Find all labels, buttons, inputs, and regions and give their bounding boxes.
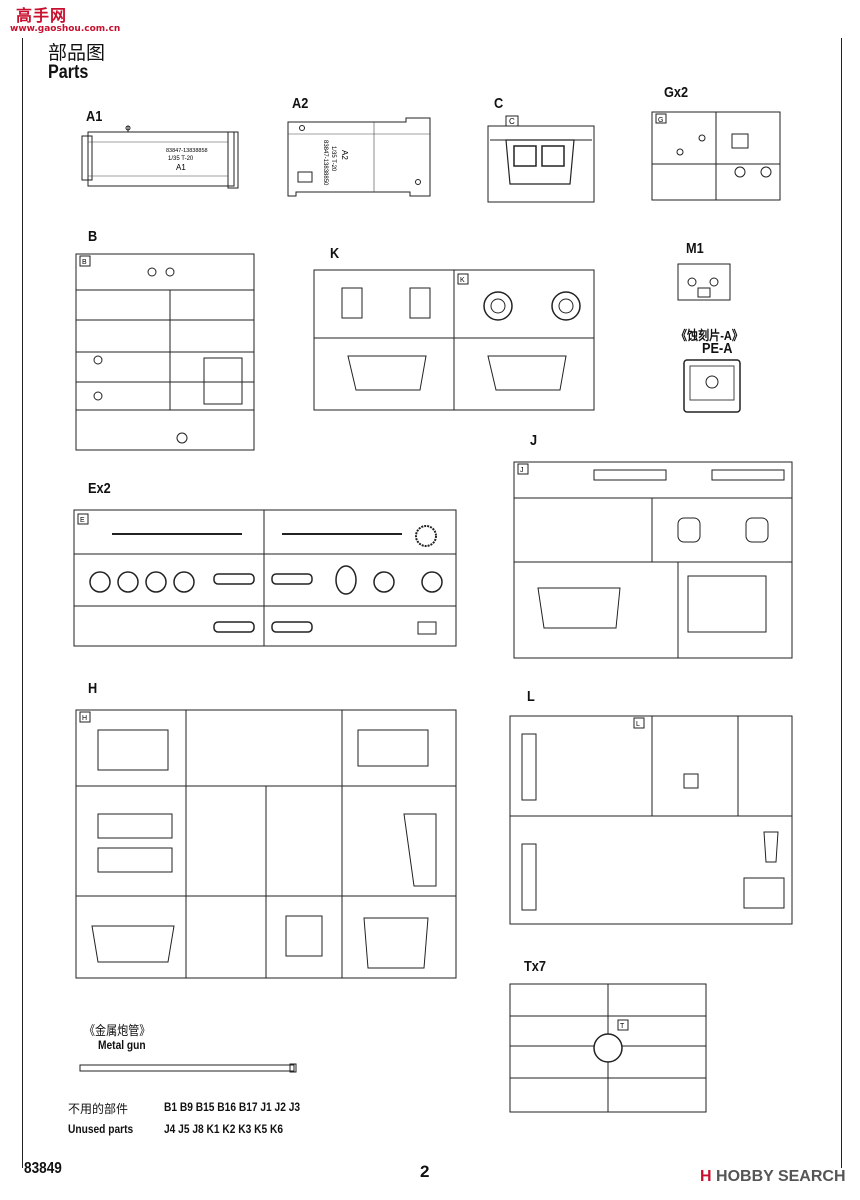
label-Ex2: Ex2 [88, 480, 111, 497]
svg-text:H: H [82, 715, 87, 722]
page-title-en: Parts [48, 62, 89, 83]
svg-text:G: G [658, 117, 663, 124]
label-A2: A2 [292, 95, 309, 112]
label-H: H [88, 680, 98, 697]
svg-text:B: B [82, 259, 87, 266]
kit-number: 83849 [24, 1160, 62, 1177]
A1-scale: 1/35 T-20 [168, 156, 194, 162]
metal-gun-drawing [79, 1063, 297, 1073]
svg-text:E: E [80, 517, 85, 524]
svg-text:K: K [460, 277, 465, 284]
label-K: K [330, 245, 340, 262]
svg-text:1/35 T-20: 1/35 T-20 [330, 146, 336, 172]
label-L: L [527, 688, 535, 705]
svg-text:J: J [520, 467, 524, 474]
label-M1: M1 [686, 240, 704, 257]
unused-label-en: Unused parts [68, 1122, 134, 1136]
hobbysearch-text: HOBBY SEARCH [716, 1168, 846, 1185]
svg-text:C: C [509, 117, 515, 126]
sprue-M-drawing [677, 263, 731, 301]
hobbysearch-watermark: H HOBBY SEARCH [700, 1168, 846, 1186]
A1-mark: A1 [176, 163, 186, 172]
sprue-T-drawing: T [509, 983, 707, 1113]
page-number: 2 [420, 1162, 430, 1181]
sprue-J-drawing: J [513, 461, 793, 659]
watermark-url: www.gaoshou.com.cn [10, 24, 121, 34]
sprue-A2-drawing: 83847-13838850 1/35 T-20 A2 [287, 117, 431, 197]
page-frame [22, 38, 842, 1168]
label-Gx2: Gx2 [664, 84, 689, 101]
label-Tx7: Tx7 [524, 958, 546, 975]
page-title-cn: 部品图 [48, 42, 106, 64]
sprue-B-drawing: B [75, 253, 255, 451]
sprue-K-drawing: K [313, 269, 595, 411]
unused-label-cn: 不用的部件 [68, 1102, 129, 1116]
label-C: C [494, 95, 504, 112]
label-J: J [530, 432, 538, 449]
svg-text:T: T [620, 1023, 625, 1030]
hobbysearch-logo-icon: H [700, 1168, 712, 1185]
metal-gun-label-cn: 《金属炮管》 [84, 1023, 151, 1038]
metal-gun-label-en: Metal gun [98, 1038, 146, 1052]
svg-text:L: L [636, 721, 640, 728]
label-B: B [88, 228, 98, 245]
watermark-logo: 高手网 www.gaoshou.com.cn [2, 2, 120, 38]
svg-text:A2: A2 [340, 150, 349, 160]
svg-text:83847-13838850: 83847-13838850 [322, 140, 328, 186]
A1-code: 83847-13838858 [166, 148, 208, 154]
sprue-C-drawing: C [487, 115, 595, 203]
sprue-E-drawing: E [73, 509, 457, 647]
sprue-A1-drawing: 83847-13838858 1/35 T-20 A1 [81, 125, 239, 189]
sprue-L-drawing: L [509, 715, 793, 925]
sprue-G-drawing: G [651, 111, 781, 201]
unused-parts-list-1: B1 B9 B15 B16 B17 J1 J2 J3 [164, 1100, 301, 1114]
sprue-H-drawing: H [75, 709, 457, 979]
unused-parts-list-2: J4 J5 J8 K1 K2 K3 K5 K6 [164, 1122, 284, 1136]
label-A1: A1 [86, 108, 103, 125]
label-PE-en: PE-A [702, 340, 733, 357]
photo-etch-A-drawing [683, 359, 741, 413]
label-PE-cn: 《蚀刻片-A》 [676, 328, 743, 343]
watermark-text: 高手网 [16, 6, 68, 25]
